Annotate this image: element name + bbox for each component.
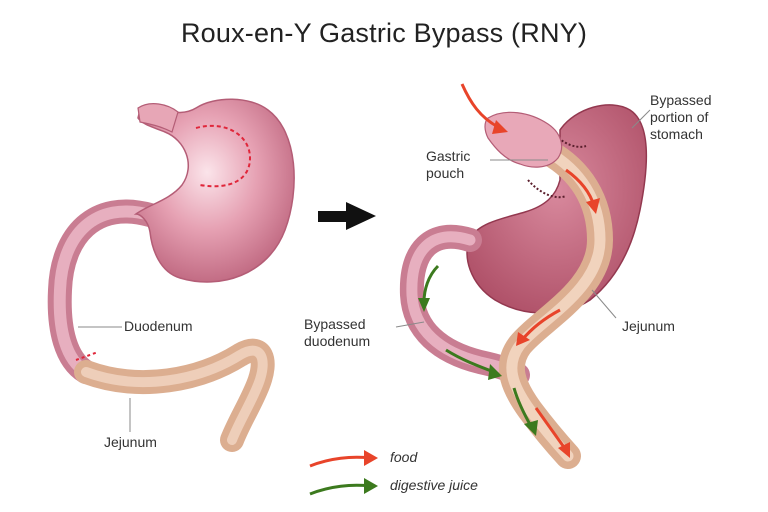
normal-anatomy <box>47 98 295 452</box>
legend-juice-arrow <box>309 483 371 496</box>
legend-food-label: food <box>390 449 418 465</box>
legend <box>309 450 378 496</box>
food-arrows <box>460 83 600 458</box>
label-gastric-pouch-line2: pouch <box>426 165 465 181</box>
diagram-title: Roux-en-Y Gastric Bypass (RNY) <box>180 18 588 48</box>
label-gastric-pouch-line1: Gastric <box>426 148 471 164</box>
label-bypassed-stomach-line3: stomach <box>650 126 703 142</box>
label-bypassed-duodenum-line2: duodenum <box>304 333 371 349</box>
label-bypassed-stomach-line1: Bypassed <box>650 92 712 108</box>
label-gastric-pouch: Gastric pouch <box>426 148 470 182</box>
juice-arrows <box>418 264 538 436</box>
transition-arrow <box>318 202 376 230</box>
label-bypassed-duodenum-line1: Bypassed <box>304 316 366 332</box>
label-bypassed-stomach-line2: portion of <box>650 109 709 125</box>
label-bypassed-duodenum: Bypassed duodenum <box>304 316 370 350</box>
label-jejunum-right: Jejunum <box>622 318 675 334</box>
left-stomach <box>133 98 295 283</box>
left-cut-line <box>195 124 252 188</box>
label-bypassed-stomach: Bypassed portion of stomach <box>650 92 711 143</box>
label-jejunum-left: Jejunum <box>104 434 157 450</box>
legend-juice-label: digestive juice <box>390 477 478 493</box>
legend-food-arrow <box>309 455 371 468</box>
bypass-anatomy <box>395 83 651 469</box>
label-duodenum: Duodenum <box>124 318 193 334</box>
gastric-pouch <box>484 111 563 168</box>
